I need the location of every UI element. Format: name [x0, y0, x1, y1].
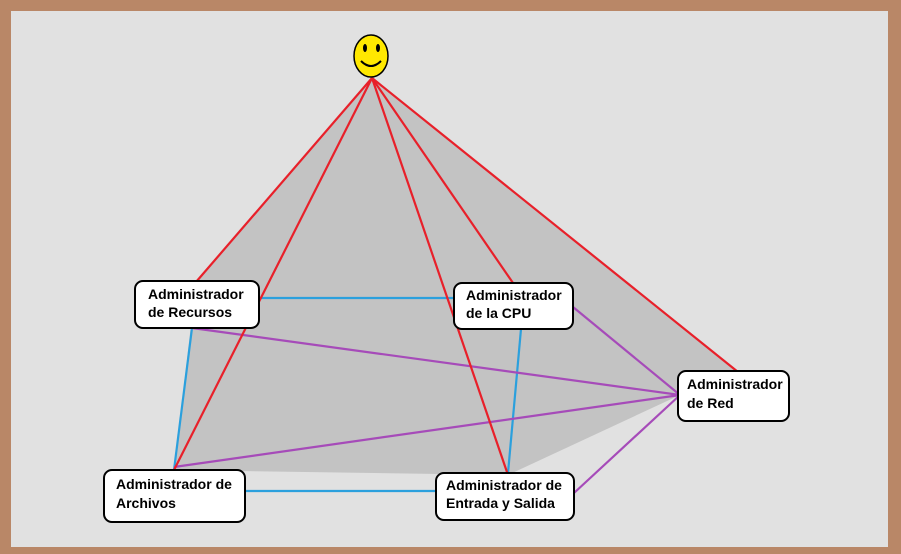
node-administrador-de-archivos[interactable]: Administrador de Archivos [103, 469, 246, 523]
node-administrador-de-recursos[interactable]: Administrador de Recursos [134, 280, 260, 329]
link-user-to-red [371, 77, 739, 373]
node-label-line2: Entrada y Salida [446, 495, 555, 511]
link-user-to-archivos [173, 77, 373, 471]
node-administrador-de-entrada-y-salida[interactable]: Administrador de Entrada y Salida [435, 472, 575, 521]
node-label-line1: Administrador [687, 376, 783, 392]
smiley-face-icon [353, 34, 389, 78]
link-cpu-to-es [506, 328, 523, 474]
link-es-to-red [573, 394, 681, 494]
purple-links [173, 306, 681, 494]
node-label-line2: Archivos [116, 495, 176, 511]
link-recursos-to-archivos [172, 327, 194, 471]
link-user-to-es [370, 77, 510, 476]
pyramid-shade [174, 78, 738, 475]
node-label-line2: de Red [687, 395, 734, 411]
link-archivos-to-red [173, 393, 681, 469]
link-user-to-recursos [195, 77, 373, 283]
node-label-line1: Administrador de [116, 476, 232, 492]
node-label-line2: de Recursos [148, 304, 232, 320]
blue-links [172, 296, 523, 493]
link-recursos-to-red [191, 326, 681, 397]
red-links [173, 77, 739, 476]
link-user-to-cpu [371, 77, 514, 284]
node-administrador-de-la-cpu[interactable]: Administrador de la CPU [453, 282, 574, 330]
node-label-line1: Administrador de [446, 477, 562, 493]
node-label-line1: Administrador [466, 287, 562, 303]
node-label-line2: de la CPU [466, 305, 531, 321]
node-administrador-de-red[interactable]: Administrador de Red [677, 370, 790, 422]
link-cpu-to-red [572, 306, 681, 396]
node-label-line1: Administrador [148, 286, 244, 302]
